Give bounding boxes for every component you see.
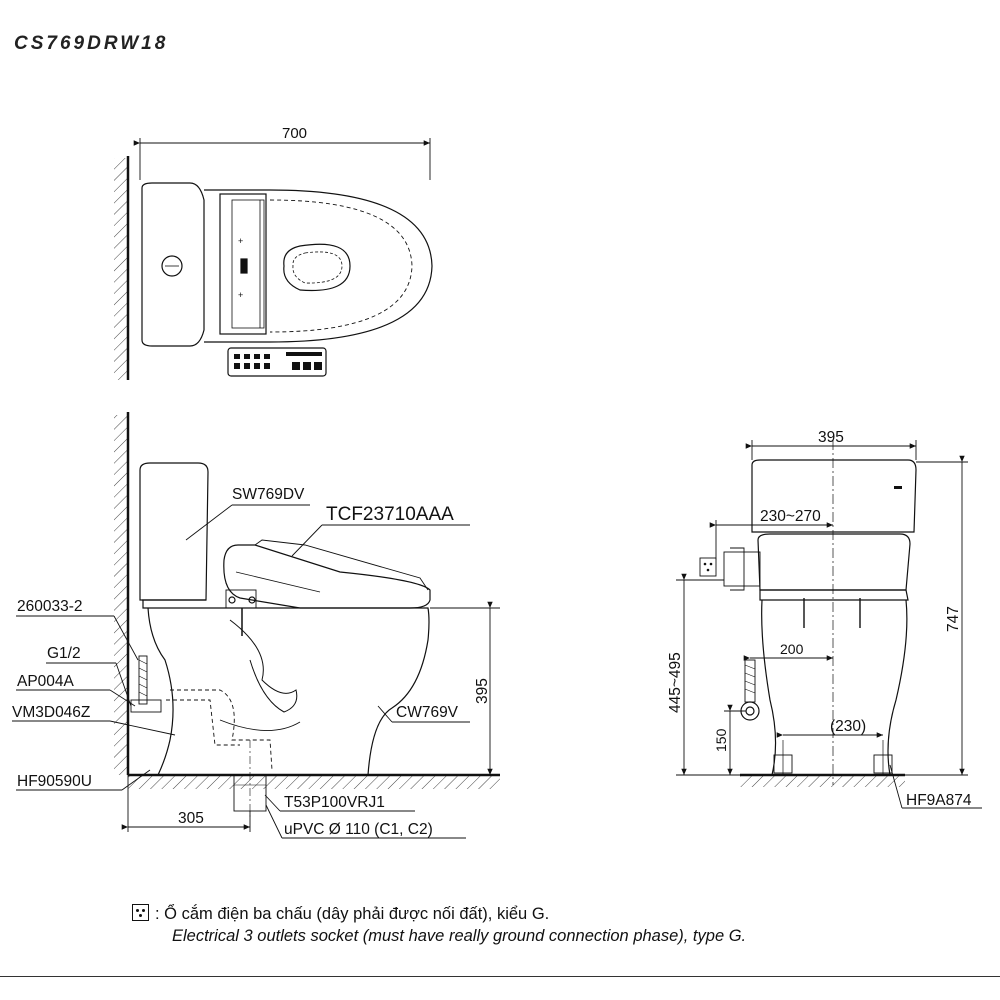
dim-rough-in-305: 305: [178, 810, 204, 827]
label-vm3d046z: VM3D046Z: [12, 704, 90, 721]
label-hf90590u: HF90590U: [17, 773, 92, 790]
socket-icon: [132, 904, 149, 921]
socket-note: : Ổ cắm điện ba chấu (dây phải được nối …: [132, 903, 746, 947]
label-g12: G1/2: [47, 645, 81, 662]
label-seat: SW769DV: [232, 486, 305, 503]
front-view: [676, 440, 982, 809]
model-title: CS769DRW18: [14, 33, 169, 54]
svg-text:+: +: [238, 236, 243, 246]
dim-height-395: 395: [474, 678, 491, 704]
svg-text:+: +: [238, 290, 243, 300]
front-width-dim: 395: [818, 429, 844, 446]
label-bowl: CW769V: [396, 704, 459, 721]
label-ap004a: AP004A: [17, 673, 75, 690]
front-total-height-dim: 747: [945, 606, 962, 632]
bottom-rule: [0, 976, 1000, 977]
label-hf9a874: HF9A874: [906, 792, 972, 809]
front-bolt-spacing-dim: (230): [830, 718, 866, 735]
label-pipe: uPVC Ø 110 (C1, C2): [284, 821, 433, 838]
front-supply-offset-dim: 200: [780, 641, 804, 657]
front-supply-height-dim: 150: [713, 728, 729, 752]
top-view: + +: [114, 138, 433, 380]
note-en: Electrical 3 outlets socket (must have r…: [172, 927, 747, 945]
front-outlet-height-dim: 445~495: [667, 652, 684, 713]
label-outlet: T53P100VRJ1: [284, 794, 385, 811]
note-vi: : Ổ cắm điện ba chấu (dây phải được nối …: [155, 905, 550, 923]
side-view: [12, 412, 500, 839]
label-washlet: TCF23710AAA: [326, 504, 454, 525]
label-260033-2: 260033-2: [17, 598, 83, 615]
front-offset-dim: 230~270: [760, 508, 821, 525]
top-width-dim: 700: [282, 125, 307, 142]
